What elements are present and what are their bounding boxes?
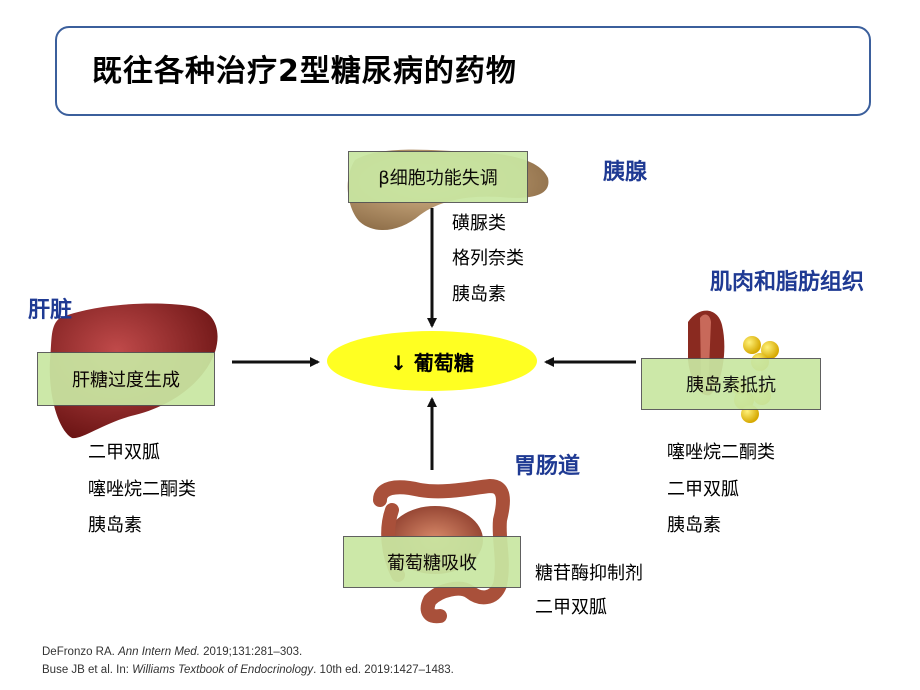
reference-2-authors: Buse JB et al. In: xyxy=(42,664,133,676)
gut-drug-1: 糖苷酶抑制剂 xyxy=(535,563,643,584)
liver-drug-2: 噻唑烷二酮类 xyxy=(88,479,196,500)
liver-drug-1: 二甲双胍 xyxy=(88,442,160,463)
reference-2-book: Williams Textbook of Endocrinology xyxy=(132,664,314,676)
reference-1-authors: DeFronzo RA. xyxy=(42,646,119,658)
pancreas-defect-box: β细胞功能失调 xyxy=(348,151,528,203)
pancreas-drug-1: 磺脲类 xyxy=(452,213,506,234)
title-frame xyxy=(55,26,871,116)
gut-drug-2: 二甲双胍 xyxy=(535,597,607,618)
liver-drug-3: 胰岛素 xyxy=(88,515,142,536)
muscle-drug-2: 二甲双胍 xyxy=(667,479,739,500)
glucose-ellipse: ↓ 葡萄糖 xyxy=(327,331,537,391)
pancreas-drug-2: 格列奈类 xyxy=(452,248,524,269)
pancreas-label: 胰腺 xyxy=(603,160,648,185)
reference-1: DeFronzo RA. Ann Intern Med. 2019;131:28… xyxy=(42,646,302,658)
reference-2-details: . 10th ed. 2019:1427–1483. xyxy=(313,664,454,676)
reference-1-journal: Ann Intern Med. xyxy=(118,646,200,658)
reference-2: Buse JB et al. In: Williams Textbook of … xyxy=(42,664,454,676)
page-title: 既往各种治疗2型糖尿病的药物 xyxy=(92,54,517,89)
muscle-fat-label: 肌肉和脂肪组织 xyxy=(710,270,865,295)
liver-defect-box: 肝糖过度生成 xyxy=(37,352,215,406)
liver-label: 肝脏 xyxy=(28,298,73,323)
muscle-defect-box: 胰岛素抵抗 xyxy=(641,358,821,410)
muscle-drug-3: 胰岛素 xyxy=(667,515,721,536)
gut-defect-box: 葡萄糖吸收 xyxy=(343,536,521,588)
reference-1-details: 2019;131:281–303. xyxy=(199,646,303,658)
pancreas-drug-3: 胰岛素 xyxy=(452,284,506,305)
muscle-drug-1: 噻唑烷二酮类 xyxy=(667,442,775,463)
gut-label: 胃肠道 xyxy=(514,454,581,479)
